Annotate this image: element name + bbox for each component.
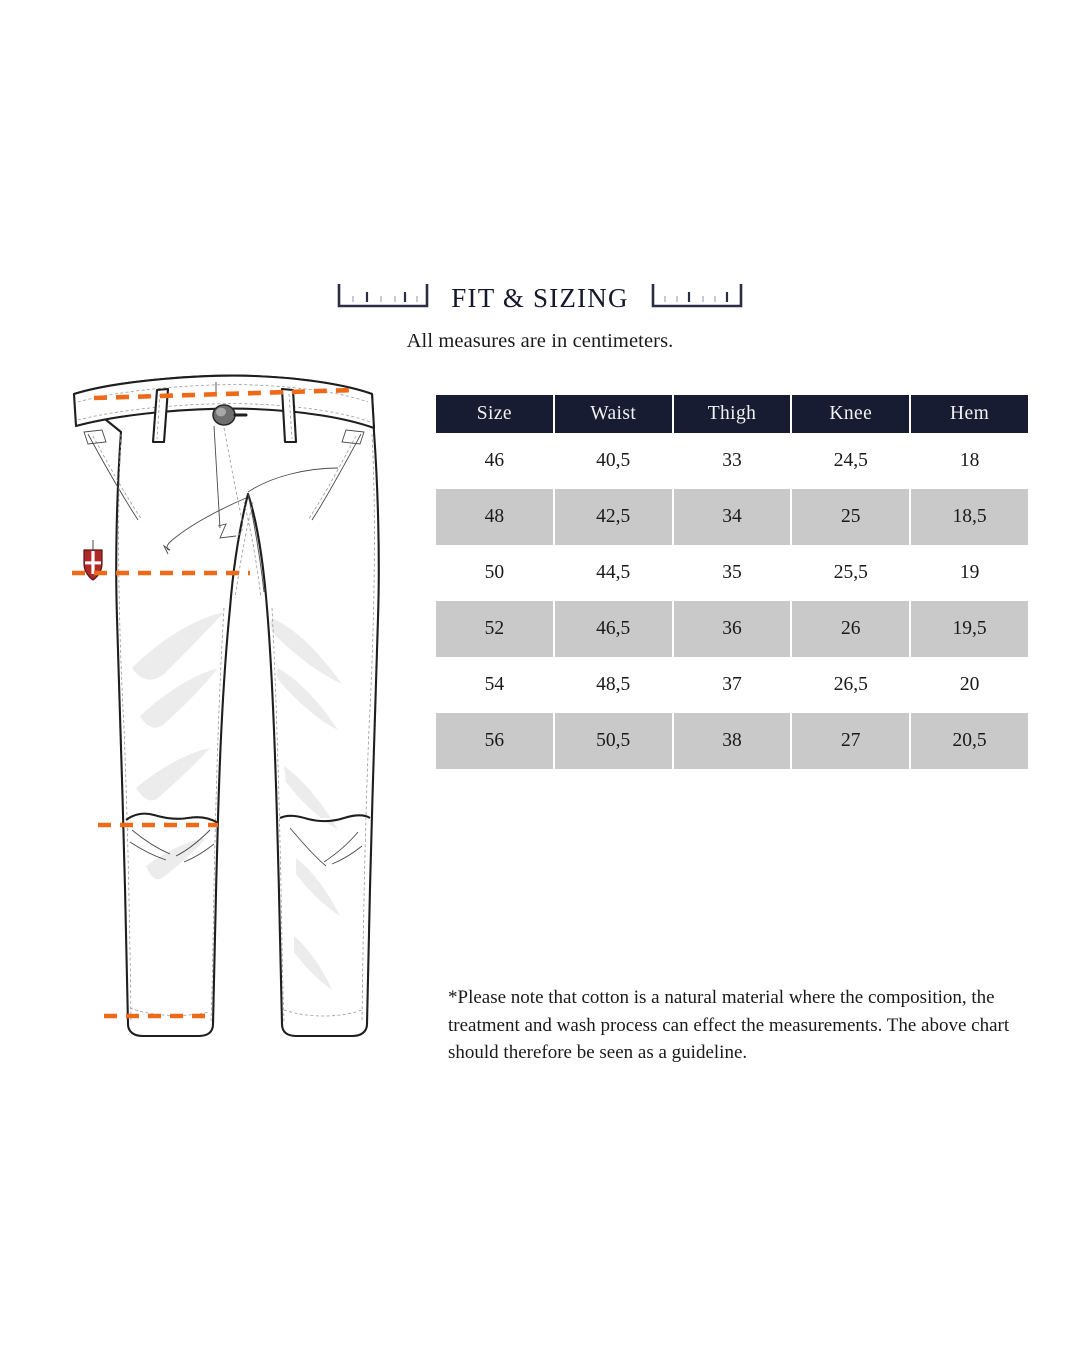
cell-knee: 24,5 [792, 433, 910, 489]
table-row: 56 50,5 38 27 20,5 [436, 713, 1028, 769]
table-row: 46 40,5 33 24,5 18 [436, 433, 1028, 489]
page-subtitle: All measures are in centimeters. [406, 330, 674, 352]
table-row: 54 48,5 37 26,5 20 [436, 657, 1028, 713]
cell-knee: 25,5 [792, 545, 910, 601]
cell-size: 50 [436, 545, 553, 601]
cell-size: 54 [436, 657, 553, 713]
cell-hem: 18 [911, 433, 1028, 489]
table-row: 48 42,5 34 25 18,5 [436, 489, 1028, 545]
cell-thigh: 36 [673, 601, 791, 657]
footnote-text: *Please note that cotton is a natural ma… [448, 987, 1010, 1064]
column-header-thigh: Thigh [673, 395, 791, 433]
column-header-size: Size [436, 395, 553, 433]
cell-waist: 50,5 [554, 713, 672, 769]
title-row: FIT & SIZING [0, 268, 1080, 312]
cell-size: 52 [436, 601, 553, 657]
cell-hem: 19 [911, 545, 1028, 601]
cell-size: 56 [436, 713, 553, 769]
trouser-technical-drawing: .ol { fill:#ffffff; stroke:#1e1e1e; stro… [58, 368, 388, 1058]
table-row: 52 46,5 36 26 19,5 [436, 601, 1028, 657]
cell-knee: 26 [792, 601, 910, 657]
cell-hem: 18,5 [911, 489, 1028, 545]
cell-waist: 42,5 [554, 489, 672, 545]
column-header-hem: Hem [911, 395, 1028, 433]
table-header-row: Size Waist Thigh Knee Hem [436, 395, 1028, 433]
ruler-bracket-icon-right [651, 282, 743, 308]
cell-knee: 25 [792, 489, 910, 545]
page-header: FIT & SIZING All measures are in centime… [0, 268, 1080, 353]
column-header-waist: Waist [554, 395, 672, 433]
size-chart-table: Size Waist Thigh Knee Hem 46 40,5 33 24,… [434, 395, 1030, 769]
cell-size: 46 [436, 433, 553, 489]
table-body: 46 40,5 33 24,5 18 48 42,5 34 25 18,5 50… [436, 433, 1028, 769]
cell-thigh: 33 [673, 433, 791, 489]
page-title: FIT & SIZING [451, 283, 629, 313]
cell-hem: 19,5 [911, 601, 1028, 657]
cell-waist: 48,5 [554, 657, 672, 713]
cell-hem: 20 [911, 657, 1028, 713]
cell-thigh: 34 [673, 489, 791, 545]
cell-waist: 46,5 [554, 601, 672, 657]
cell-knee: 26,5 [792, 657, 910, 713]
cell-thigh: 37 [673, 657, 791, 713]
cell-thigh: 35 [673, 545, 791, 601]
table-row: 50 44,5 35 25,5 19 [436, 545, 1028, 601]
cell-thigh: 38 [673, 713, 791, 769]
cell-waist: 44,5 [554, 545, 672, 601]
cell-waist: 40,5 [554, 433, 672, 489]
cell-size: 48 [436, 489, 553, 545]
table-header: Size Waist Thigh Knee Hem [436, 395, 1028, 433]
ruler-bracket-icon-left [337, 282, 429, 308]
cell-knee: 27 [792, 713, 910, 769]
column-header-knee: Knee [792, 395, 910, 433]
cell-hem: 20,5 [911, 713, 1028, 769]
